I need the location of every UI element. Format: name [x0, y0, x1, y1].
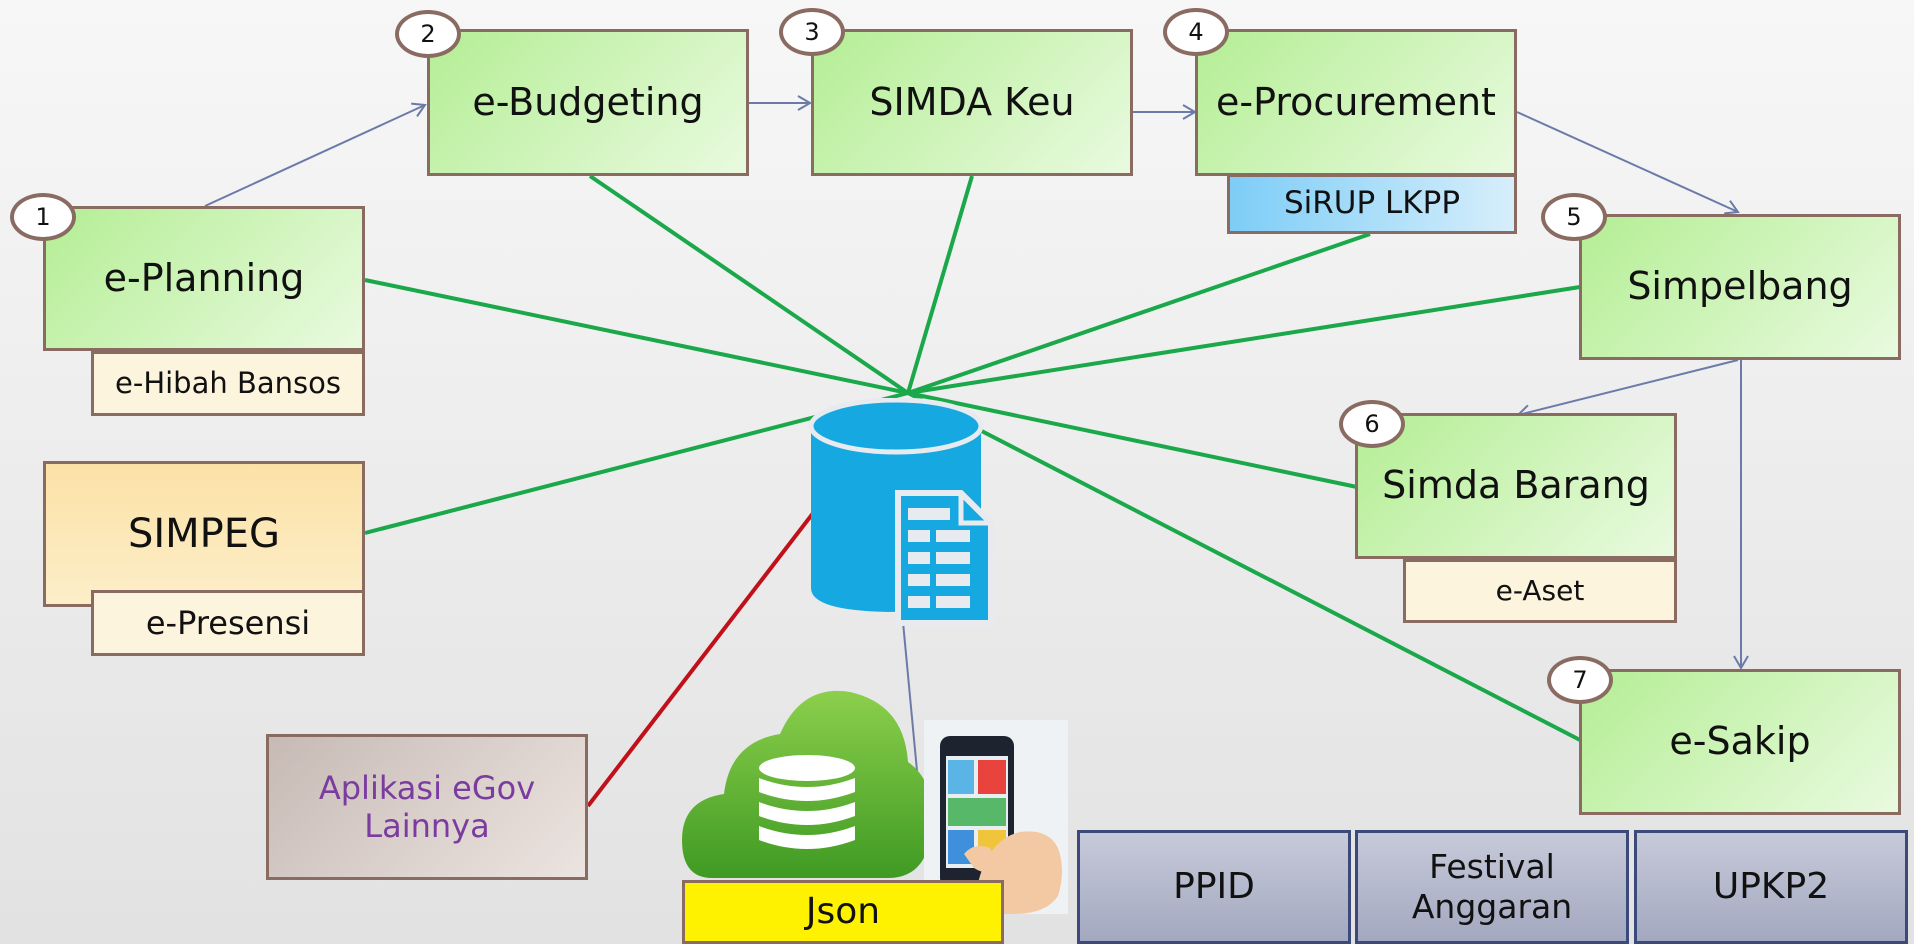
database-document-icon: [808, 397, 996, 626]
json-label: Json: [805, 891, 881, 933]
festival-line-1: Festival: [1429, 847, 1555, 887]
upkp2-node: UPKP2: [1634, 830, 1908, 944]
e-sakip-label: e-Sakip: [1669, 719, 1811, 764]
data-line-e-sakip: [907, 391, 1581, 742]
step-badge-1: 1: [10, 193, 76, 241]
e-sakip-node: e-Sakip: [1579, 669, 1901, 815]
step-badge-4: 4: [1163, 8, 1229, 56]
e-planning-label: e-Planning: [103, 255, 305, 300]
flow-arrow-planning-budgeting: [204, 102, 427, 207]
data-line-sirup: [907, 232, 1371, 395]
e-aset-label: e-Aset: [1495, 574, 1585, 608]
simpelbang-node: Simpelbang: [1579, 214, 1901, 360]
e-presensi-node: e-Presensi: [91, 590, 365, 656]
sirup-lkpp-node: SiRUP LKPP: [1227, 174, 1517, 234]
step-badge-3: 3: [779, 8, 845, 56]
step-badge-2: 2: [395, 10, 461, 58]
festival-line-2: Anggaran: [1411, 887, 1573, 926]
data-line-e-planning: [364, 278, 909, 395]
aplikasi-line-1: Aplikasi eGov: [318, 768, 536, 807]
simda-barang-node: Simda Barang: [1355, 413, 1677, 559]
sirup-lkpp-label: SiRUP LKPP: [1283, 185, 1461, 222]
step-badge-7: 7: [1547, 656, 1613, 704]
ppid-label: PPID: [1173, 866, 1255, 908]
e-hibah-bansos-node: e-Hibah Bansos: [91, 351, 365, 416]
flow-arrow-simpelbang-simdabarang: [1516, 359, 1739, 420]
e-procurement-label: e-Procurement: [1216, 79, 1496, 124]
e-budgeting-label: e-Budgeting: [472, 79, 704, 124]
step-badge-5: 5: [1541, 193, 1607, 241]
step-badge-6: 6: [1339, 400, 1405, 448]
e-budgeting-node: e-Budgeting: [427, 29, 749, 176]
cloud-database-icon: [682, 682, 934, 880]
json-node: Json: [682, 880, 1004, 944]
aplikasi-line-2: Lainnya: [364, 807, 490, 845]
e-aset-node: e-Aset: [1403, 559, 1677, 623]
data-line-simda-barang: [907, 391, 1358, 489]
simda-keu-node: SIMDA Keu: [811, 29, 1133, 176]
e-procurement-node: e-Procurement: [1195, 29, 1517, 176]
upkp2-label: UPKP2: [1712, 866, 1830, 908]
data-line-e-budgeting: [588, 174, 910, 395]
e-hibah-bansos-label: e-Hibah Bansos: [115, 366, 341, 401]
simda-barang-label: Simda Barang: [1382, 463, 1650, 508]
simpelbang-label: Simpelbang: [1627, 264, 1853, 309]
flow-arrow-procurement-simpelbang: [1516, 111, 1740, 215]
e-planning-node: e-Planning: [43, 206, 365, 351]
data-line-simpelbang: [907, 285, 1581, 395]
simpeg-node: SIMPEG: [43, 461, 365, 607]
ppid-node: PPID: [1077, 830, 1351, 944]
e-presensi-label: e-Presensi: [145, 603, 311, 642]
simda-keu-label: SIMDA Keu: [869, 79, 1075, 124]
aplikasi-egov-lainnya-node: Aplikasi eGov Lainnya: [266, 734, 588, 880]
festival-anggaran-node: Festival Anggaran: [1355, 830, 1629, 944]
data-line-simda-keu: [906, 175, 974, 394]
simpeg-label: SIMPEG: [127, 511, 281, 557]
